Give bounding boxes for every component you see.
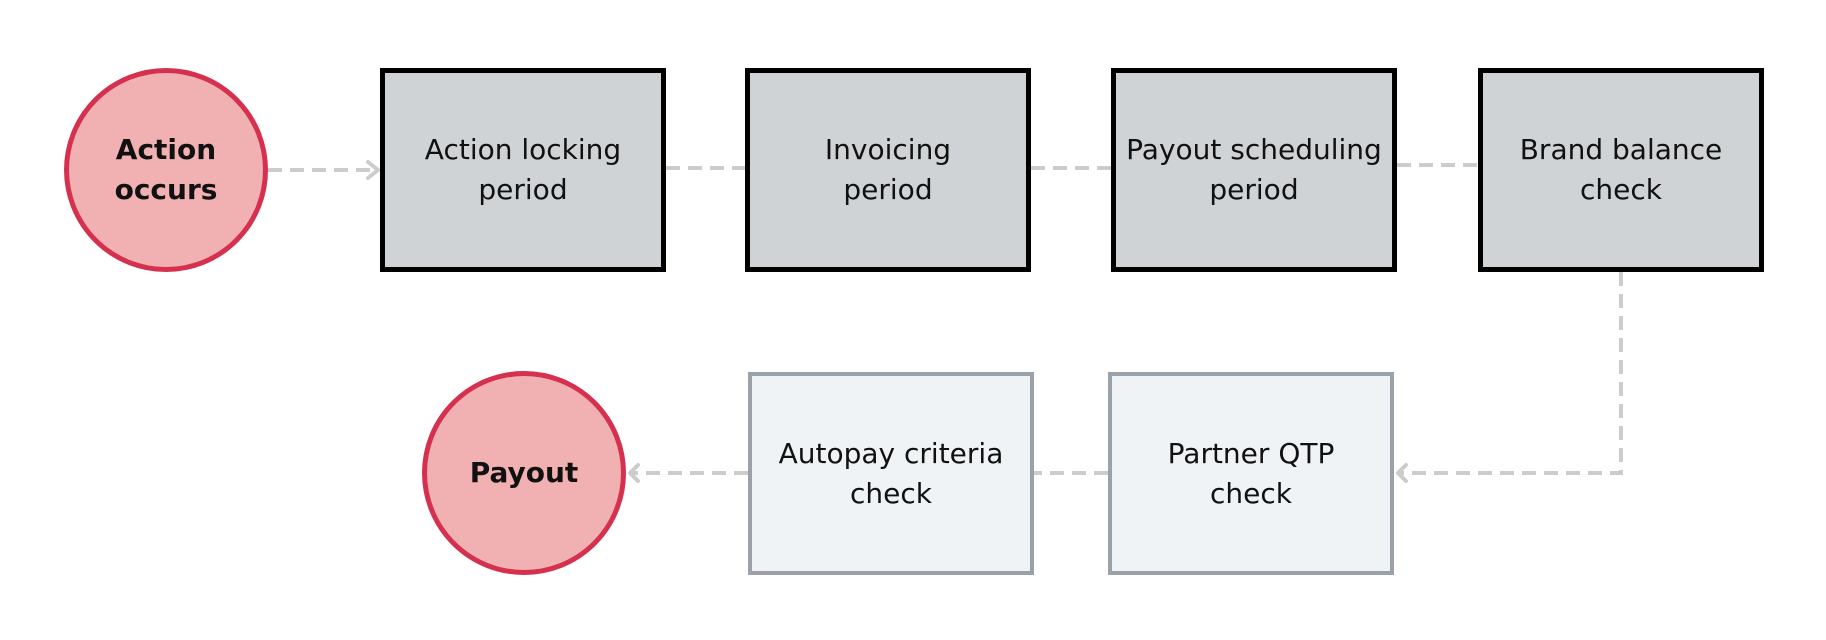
node-action-locking-period-label: Action locking period [424,133,622,206]
node-autopay-criteria-check: Autopay criteria check [748,372,1034,575]
arrowhead-to-partner [1396,463,1408,483]
node-brand-balance-check-label: Brand balance check [1519,133,1723,206]
arrowhead-to-locking [366,160,380,180]
connector-brand-to-partner [1398,272,1623,475]
node-invoicing-period: Invoicing period [745,68,1031,272]
node-payout-label: Payout [469,456,579,489]
node-action-occurs-label: Action occurs [114,133,218,206]
node-autopay-criteria-check-label: Autopay criteria check [778,436,1004,510]
node-payout-scheduling-period-label: Payout scheduling period [1126,133,1382,206]
node-action-occurs: Action occurs [64,68,268,272]
node-partner-qtp-check-label: Partner QTP check [1167,436,1335,510]
node-invoicing-period-label: Invoicing period [824,133,952,206]
node-payout: Payout [422,371,626,575]
node-action-locking-period: Action locking period [380,68,666,272]
arrowhead-to-payout [628,463,640,483]
node-payout-scheduling-period: Payout scheduling period [1111,68,1397,272]
node-brand-balance-check: Brand balance check [1478,68,1764,272]
node-partner-qtp-check: Partner QTP check [1108,372,1394,575]
